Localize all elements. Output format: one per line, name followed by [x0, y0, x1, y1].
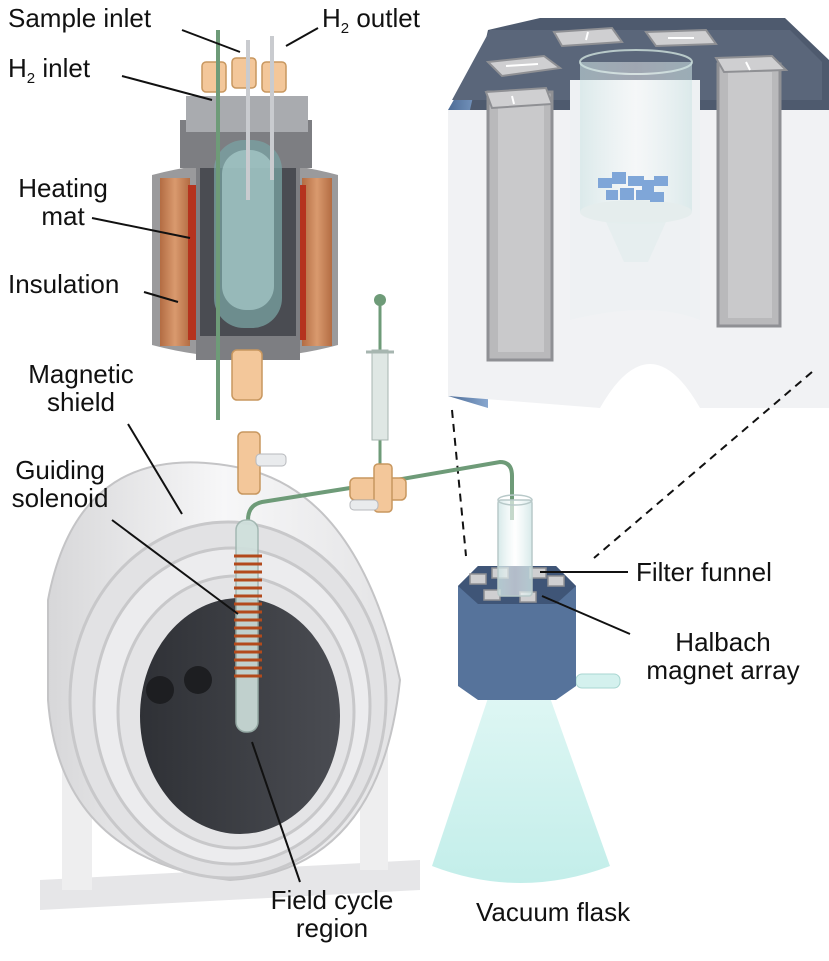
label-h2-outlet-subscript: 2 — [340, 20, 350, 37]
label-magnetic-shield-line1: Magnetic — [28, 359, 134, 389]
tubing-network — [237, 294, 514, 521]
label-h2-inlet-prefix: H — [8, 53, 27, 83]
label-field-cycle-region: Field cycle region — [252, 886, 412, 942]
magnetic-shield — [40, 461, 420, 910]
label-heating-mat: Heating mat — [8, 174, 118, 230]
label-magnetic-shield-line2: shield — [47, 387, 115, 418]
halbach-zoom-inset — [448, 18, 829, 408]
label-guiding-solenoid: Guiding solenoid — [0, 456, 120, 512]
label-sample-inlet: Sample inlet — [8, 3, 152, 33]
halbach-assembly — [432, 494, 621, 883]
label-field-cycle-line2: region — [295, 913, 369, 944]
zoom-line-right — [593, 371, 813, 559]
leader-lines — [91, 27, 631, 883]
label-guiding-solenoid-line1: Guiding — [15, 455, 105, 485]
label-heating-mat-line2: mat — [41, 201, 85, 232]
label-h2-inlet-subscript: 2 — [26, 70, 36, 87]
label-h2-inlet: H2 inlet — [8, 53, 91, 87]
label-heating-mat-line1: Heating — [18, 173, 108, 203]
label-filter-funnel: Filter funnel — [636, 557, 772, 587]
label-h2-outlet-prefix: H — [322, 3, 341, 33]
label-guiding-solenoid-line2: solenoid — [11, 483, 109, 514]
label-h2-inlet-suffix: inlet — [35, 53, 91, 83]
label-halbach-line1: Halbach — [675, 627, 771, 657]
zoom-line-left — [451, 409, 467, 557]
label-insulation: Insulation — [8, 269, 120, 299]
label-h2-outlet-suffix: outlet — [349, 3, 420, 33]
label-h2-outlet: H2 outlet — [322, 3, 420, 37]
label-field-cycle-line1: Field cycle — [270, 885, 394, 915]
label-vacuum-flask: Vacuum flask — [476, 897, 631, 927]
label-magnetic-shield: Magnetic shield — [16, 360, 146, 416]
guiding-solenoid — [234, 519, 262, 733]
label-halbach-line2: magnet array — [646, 655, 800, 686]
heated-reactor — [152, 30, 338, 420]
label-halbach-magnet-array: Halbach magnet array — [630, 628, 816, 684]
